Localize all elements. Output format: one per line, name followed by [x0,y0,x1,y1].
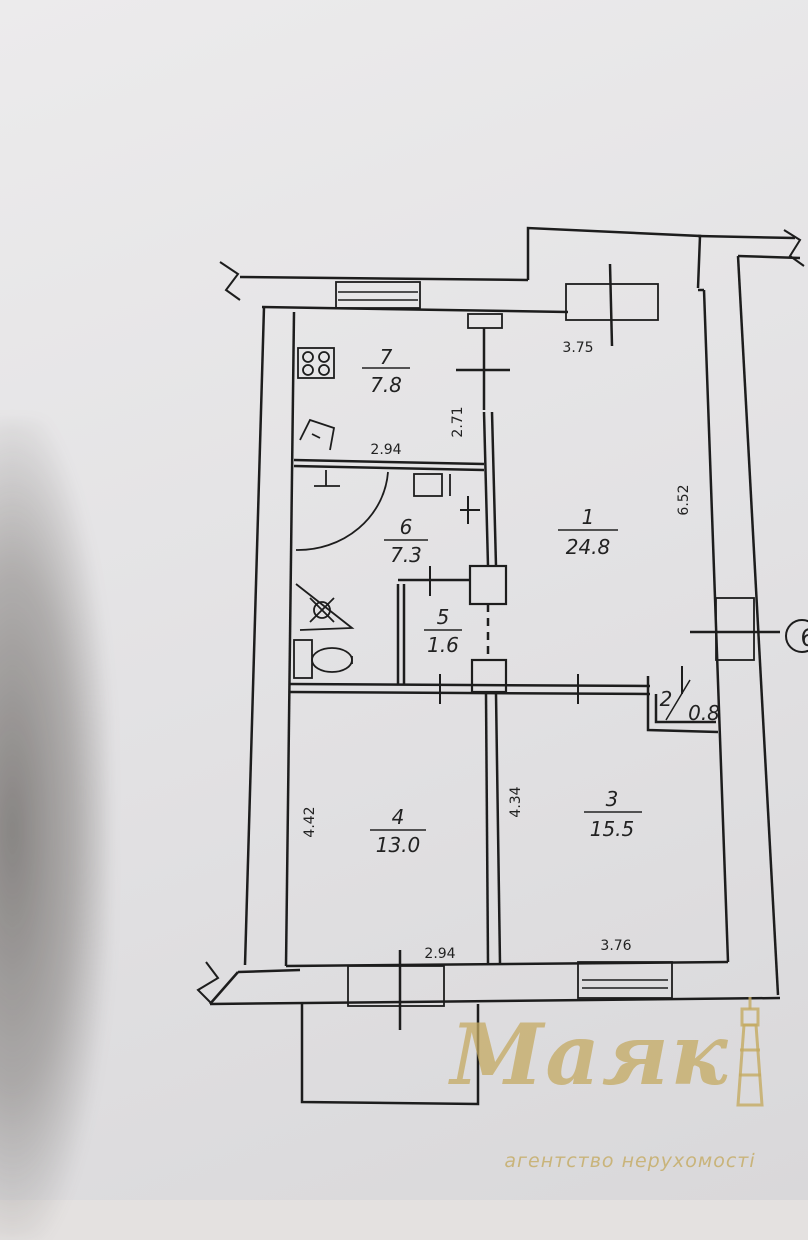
room-2-area: 0.8 [688,701,720,725]
room-2-number: 2 [660,687,673,711]
dim-room3-width: 3.76 [600,938,631,954]
stove-icon [297,347,335,379]
dim-room4-width: 2.94 [424,946,455,962]
floor-plan: 7 7.8 6 7.3 5 1.6 1 24.8 2 0.8 3 15.5 4 … [196,226,808,1106]
dim-room4-length: 4.42 [302,806,318,837]
dim-room7-length: 2.71 [450,406,466,437]
axis-marker-circle [785,619,808,653]
room-4-number: 4 [392,805,405,829]
dim-room1-length: 6.52 [676,484,692,515]
room-6-number: 6 [400,515,413,539]
lighthouse-icon [736,997,764,1107]
axis-marker-label: 6 [800,624,808,652]
bath-sink-icon [413,473,443,497]
watermark-subtitle: агентство нерухомості [504,1150,756,1172]
room-3-number: 3 [606,787,619,811]
sink-icon [299,418,336,451]
watermark-name: Маяк [450,1005,730,1104]
shower-icon [295,583,355,631]
toilet-icon [293,639,313,679]
room-4-area: 13.0 [376,833,421,857]
room-5-area: 1.6 [427,633,459,657]
room-5-number: 5 [437,605,450,629]
dim-room7-width: 2.94 [370,442,401,458]
room-1-number: 1 [582,505,595,529]
fixtures [293,347,451,679]
dim-room3-length: 4.34 [508,786,524,817]
walls [196,226,805,1106]
door-swing-icon [295,471,389,551]
dim-room1-width: 3.75 [562,340,593,356]
room-6-area: 7.3 [390,543,422,567]
room-1-area: 24.8 [566,535,611,559]
room-7-area: 7.8 [370,373,402,397]
agency-watermark: Маяк агентство нерухомості [380,995,800,1185]
room-3-area: 15.5 [590,817,635,841]
room-7-number: 7 [380,345,393,369]
photo-shadow [0,420,110,1240]
